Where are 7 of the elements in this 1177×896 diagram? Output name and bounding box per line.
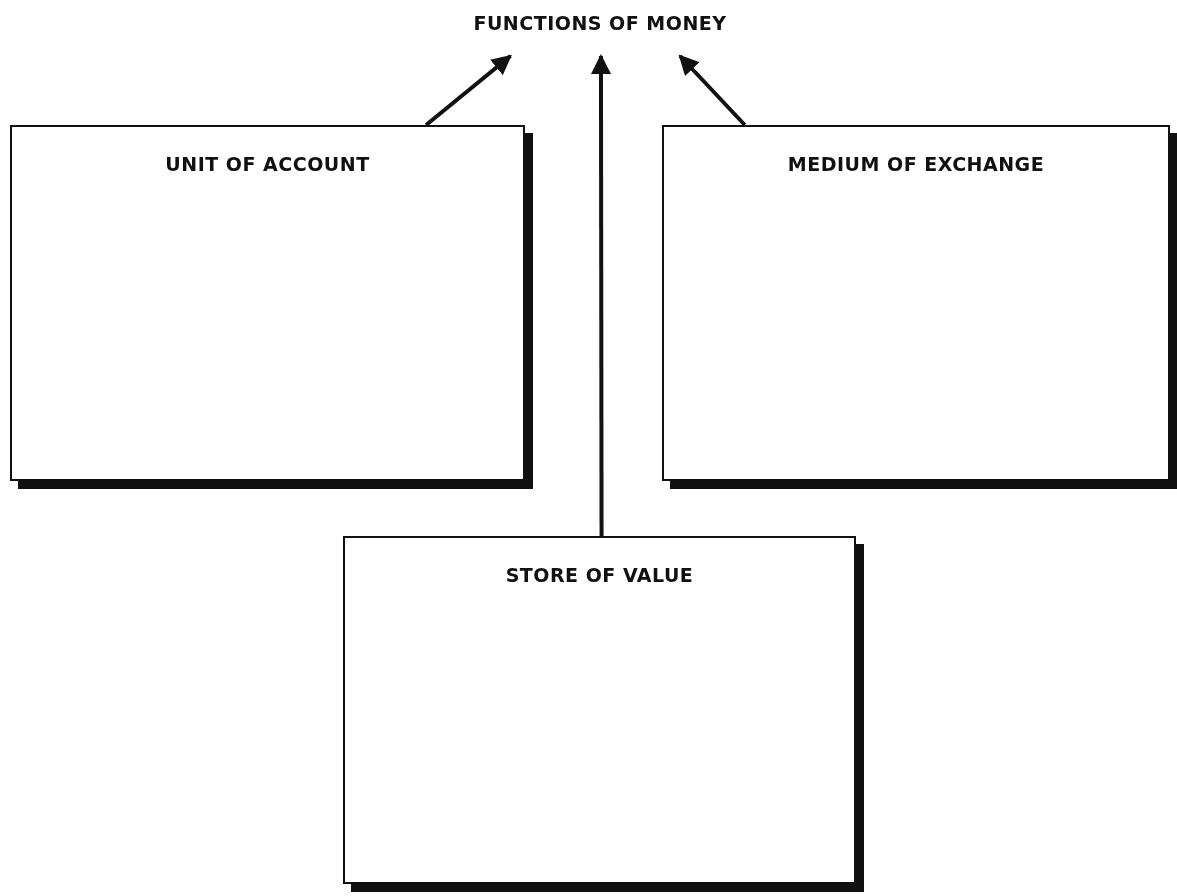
node-label: FUNCTIONS OF MONEY bbox=[473, 12, 727, 34]
arrow bbox=[424, 54, 512, 127]
box-heading: UNIT OF ACCOUNT bbox=[165, 153, 370, 177]
box-heading: MEDIUM OF EXCHANGE bbox=[787, 153, 1045, 177]
arrow bbox=[678, 54, 747, 127]
box-heading: STORE OF VALUE bbox=[505, 564, 694, 588]
arrow bbox=[591, 54, 611, 536]
